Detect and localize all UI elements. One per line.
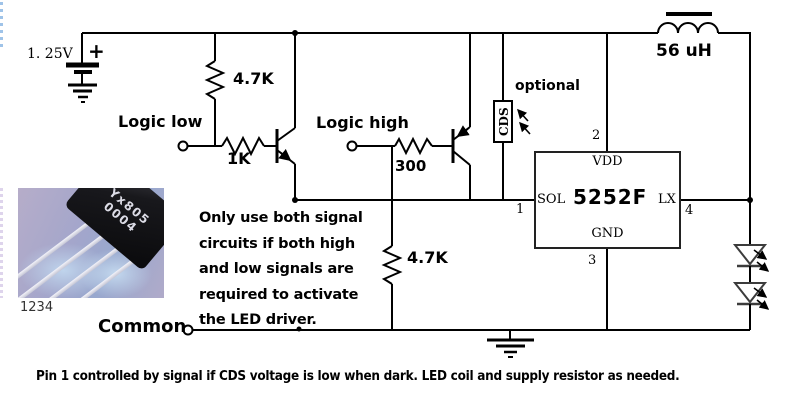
transistor-npn-low [275, 33, 296, 200]
resistor-series-300 [357, 136, 452, 156]
note-line: circuits if both high [199, 235, 355, 252]
ground-icon-battery [68, 83, 97, 103]
ic-pin-lx-label: LX [658, 192, 676, 207]
terminal-logic-high [346, 140, 358, 152]
photo-caption: 1234 [20, 300, 54, 315]
supply-voltage-label: 1. 25V [27, 46, 73, 62]
resistor-1k-label: 1K [227, 149, 251, 168]
cds-photocell: CDS [493, 33, 513, 200]
resistor-300-label: 300 [395, 157, 427, 175]
led-top [732, 244, 770, 272]
note-line: Only use both signal [199, 210, 363, 226]
terminal-common [182, 324, 194, 336]
note-line: and low signals are [199, 261, 354, 278]
ic-pin-sol-label: SOL [537, 192, 566, 207]
logic-low-label: Logic low [118, 112, 203, 131]
scan-artifact [0, 188, 3, 298]
resistor-pullup-label: 4.7K [233, 69, 274, 88]
usage-note: Only use both signal circuits if both hi… [199, 206, 363, 334]
note-line: required to activate [199, 286, 359, 303]
battery-symbol [66, 33, 99, 84]
resistor-pulldown-label: 4.7K [407, 248, 448, 267]
battery-plus-sign: + [88, 39, 105, 63]
ic-pin-number-3: 3 [588, 253, 597, 268]
ic-5252f-outline [534, 151, 681, 249]
ic-pin-number-4: 4 [685, 203, 694, 218]
light-arrows-cds [517, 108, 531, 135]
ic-pin-number-1: 1 [516, 202, 525, 217]
component-photo: Yx805 0004 [18, 188, 164, 298]
footer-caption: Pin 1 controlled by signal if CDS voltag… [36, 369, 680, 384]
junction-dots [292, 30, 753, 332]
note-line: the LED driver. [199, 312, 317, 329]
transistor-pnp-high [451, 33, 471, 200]
ic-pin-vdd-label: VDD [592, 154, 623, 169]
resistor-series-1k [188, 135, 276, 157]
inductor-label: 56 uH [656, 41, 712, 61]
optional-label: optional [515, 78, 580, 94]
resistor-pullup-4k7 [204, 33, 226, 146]
ground-icon-main [487, 330, 534, 358]
ic-pin-number-2: 2 [592, 128, 601, 143]
led-bottom [732, 266, 770, 330]
ic-part-number: 5252F [573, 185, 648, 209]
logic-high-label: Logic high [316, 113, 409, 132]
cds-label: CDS [497, 107, 511, 136]
ic-pin-gnd-label: GND [591, 226, 624, 241]
power-rail [82, 32, 751, 245]
resistor-pulldown-4k7 [381, 146, 403, 330]
terminal-logic-low [177, 140, 189, 152]
inductor-coil [657, 12, 719, 34]
common-label: Common [98, 316, 187, 337]
scan-artifact [0, 2, 3, 48]
ic-pin-wires [606, 33, 750, 330]
